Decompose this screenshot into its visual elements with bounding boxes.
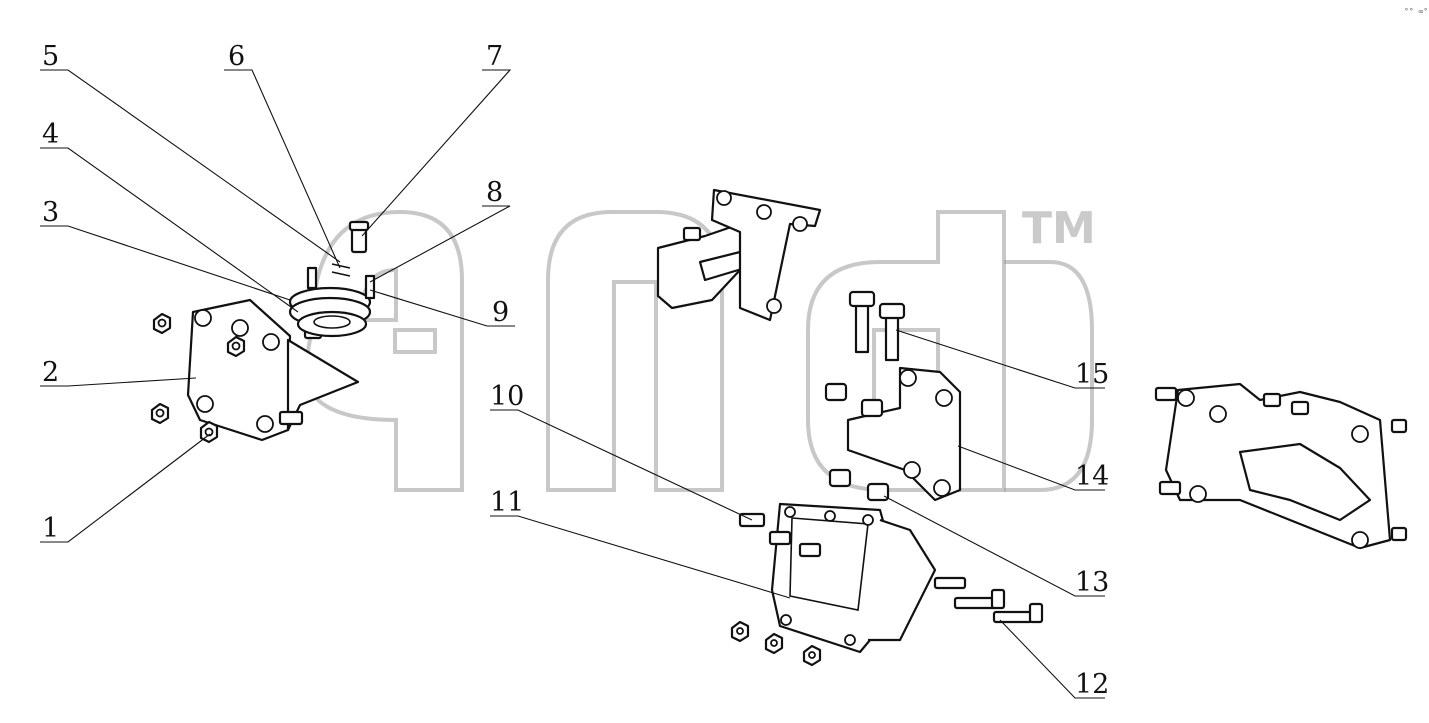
- callout-6: 6: [228, 41, 245, 72]
- nut-icon: [199, 420, 219, 444]
- callout-1: 1: [42, 513, 59, 544]
- watermark-logo: TM: [305, 203, 1096, 492]
- callout-15: 15: [1075, 359, 1109, 390]
- nut-icon: [150, 402, 170, 425]
- nut-icon: [764, 632, 784, 655]
- middle-bracket-assembly: [824, 290, 962, 502]
- lower-frame-assembly: [730, 502, 1044, 667]
- leader-lines: [40, 69, 1105, 699]
- callout-labels: 1 2 3 4 5 6 7 8 9 10 11 12 13 14 15: [42, 41, 1109, 700]
- left-mount-assembly: [150, 220, 376, 444]
- nut-icon: [226, 335, 246, 358]
- callout-14: 14: [1075, 461, 1109, 492]
- trademark-mark: TM: [1022, 203, 1096, 254]
- nut-icon: [730, 620, 750, 643]
- nut-icon: [152, 312, 172, 335]
- callout-9: 9: [492, 297, 509, 328]
- callout-11: 11: [490, 487, 524, 518]
- callout-8: 8: [486, 177, 503, 208]
- nut-icon: [802, 644, 822, 667]
- callout-13: 13: [1075, 567, 1109, 598]
- assembled-view: [1154, 382, 1408, 550]
- upper-mount-assembly: [656, 188, 822, 322]
- callout-3: 3: [42, 197, 59, 228]
- callout-2: 2: [42, 357, 59, 388]
- corner-mark: °° ∞°: [1404, 7, 1428, 16]
- callout-5: 5: [42, 41, 59, 72]
- callout-7: 7: [486, 41, 503, 72]
- callout-10: 10: [490, 381, 524, 412]
- callout-12: 12: [1075, 669, 1109, 700]
- callout-4: 4: [42, 119, 59, 150]
